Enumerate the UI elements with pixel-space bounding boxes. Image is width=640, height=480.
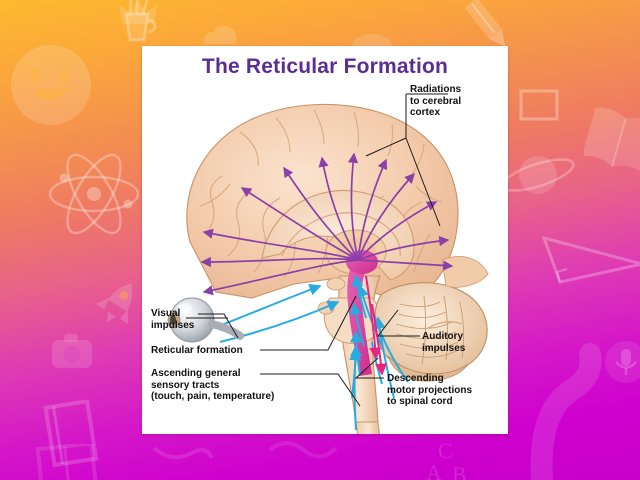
square-outline-icon [519, 89, 559, 121]
label-visual-impulses: Visual impulses [151, 308, 195, 331]
occipital-lobe [441, 256, 489, 288]
svg-text:B: B [452, 462, 467, 480]
ascending-sensory-tracts [349, 274, 383, 431]
reticular-formation-brain-diagram [142, 46, 508, 434]
saturn-planet-icon [501, 156, 575, 194]
crown-icon [119, 0, 157, 24]
spinal-cord [355, 421, 381, 434]
pencil-cup-icon [124, 0, 157, 42]
label-auditory-impulses: Auditory impulses [422, 331, 466, 354]
book-closed-icon [35, 444, 99, 480]
auditory-pathway [371, 313, 409, 399]
smiley-face-icon [11, 45, 91, 125]
radiation-arrows [200, 152, 454, 296]
book-open-icon [584, 107, 640, 174]
camera-icon [52, 334, 92, 368]
label-reticular-formation: Reticular formation [151, 345, 243, 356]
leader-lines [186, 93, 448, 407]
wave-icon [530, 343, 602, 480]
microphone-icon [605, 341, 640, 383]
svg-text:C: C [438, 440, 453, 463]
svg-text:A: A [426, 460, 442, 480]
eyeball [167, 297, 244, 343]
rocket-icon [96, 283, 133, 325]
cerebellum [374, 282, 488, 382]
atom-icon [48, 153, 140, 235]
page-title: The Reticular Formation [201, 55, 449, 78]
cloud-blob-icon [203, 25, 237, 44]
wave-icon [268, 441, 338, 459]
book-closed-icon [43, 400, 99, 468]
diagram-card: The Reticular Formation [142, 46, 508, 434]
label-descending-motor-projections: Descending motor projections to spinal c… [387, 373, 473, 407]
descending-motor-projections [365, 275, 388, 376]
label-ascending-general-sensory-tracts: Ascending general sensory tracts (touch,… [151, 368, 275, 402]
compass-icon: C A B [426, 440, 467, 480]
reticular-formation-core [347, 260, 372, 376]
wave-icon [152, 446, 214, 460]
triangle-outline-icon [541, 235, 640, 284]
optic-nerve-pathway [213, 284, 340, 343]
label-radiations-to-cerebral-cortex: Radiations to cerebral cortex [410, 84, 462, 118]
